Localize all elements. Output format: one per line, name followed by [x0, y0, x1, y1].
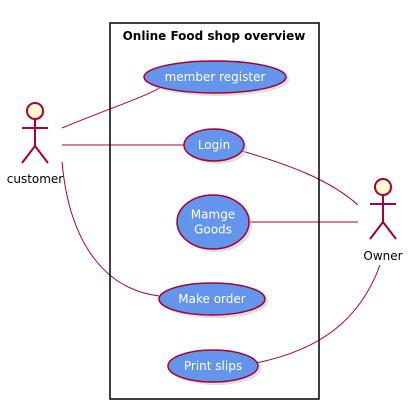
actor-label: Owner	[363, 249, 402, 263]
usecase-label: Mamge	[191, 208, 235, 222]
usecase-ellipse	[167, 349, 259, 383]
usecase-login: Login	[183, 128, 247, 164]
usecase-order: Make order	[158, 282, 268, 318]
diagram-title: Online Food shop overview	[123, 29, 306, 43]
usecase-ellipse	[176, 194, 250, 250]
actor-left-leg	[369, 221, 384, 240]
link-login-owner	[241, 150, 359, 206]
usecase-ellipse	[158, 282, 266, 316]
usecase-ellipse	[183, 128, 245, 162]
link-customer-register	[61, 86, 162, 129]
usecase-label: Goods	[194, 223, 232, 237]
usecase-ellipse	[143, 60, 287, 94]
actor-customer: customer	[7, 102, 64, 186]
actor-right-leg	[34, 145, 49, 164]
usecase-label: Login	[198, 138, 230, 152]
link-slips-owner	[255, 264, 381, 364]
usecase-register: member register	[143, 60, 289, 96]
actor-owner: Owner	[363, 178, 403, 263]
actor-head	[374, 178, 392, 196]
usecase-slips: Print slips	[167, 349, 261, 385]
usecase-label: Make order	[178, 292, 245, 306]
association-links	[61, 86, 381, 364]
actor-head	[26, 102, 44, 120]
system-boundary: Online Food shop overview	[109, 22, 320, 400]
actor-right-leg	[382, 221, 397, 240]
usecase-label: member register	[165, 70, 266, 84]
actor-label: customer	[7, 172, 64, 186]
actor-left-leg	[21, 145, 36, 164]
boundary-box	[109, 22, 320, 400]
link-customer-order	[61, 161, 160, 297]
usecase-label: Print slips	[184, 359, 242, 373]
